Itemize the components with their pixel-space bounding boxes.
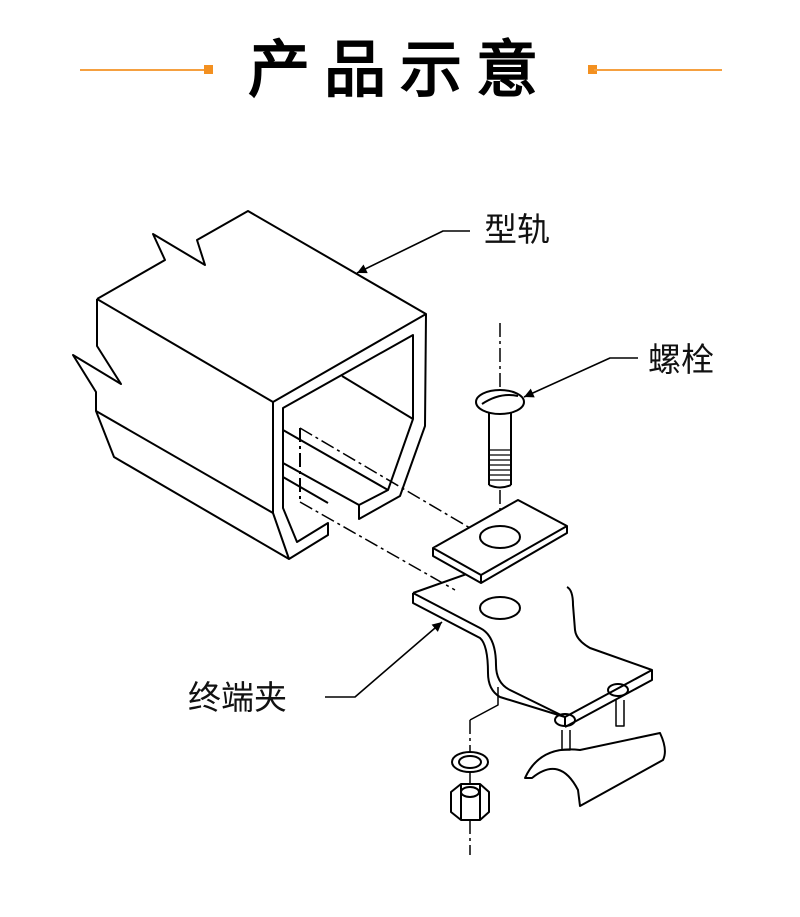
leader-lines <box>325 230 638 698</box>
title-left-square <box>204 65 213 74</box>
washer-plate-drawing <box>432 499 568 584</box>
title-left-line <box>80 69 208 71</box>
label-bolt: 螺栓 <box>648 340 714 379</box>
title-right-line <box>594 69 722 71</box>
clip-drawing <box>412 556 666 807</box>
rail-drawing <box>72 210 471 591</box>
label-rail: 型轨 <box>484 210 550 249</box>
nut-drawing <box>450 687 499 855</box>
page-title: 产品示意 <box>247 33 552 106</box>
label-end-clamp: 终端夹 <box>188 678 287 717</box>
title-right-square <box>588 65 597 74</box>
